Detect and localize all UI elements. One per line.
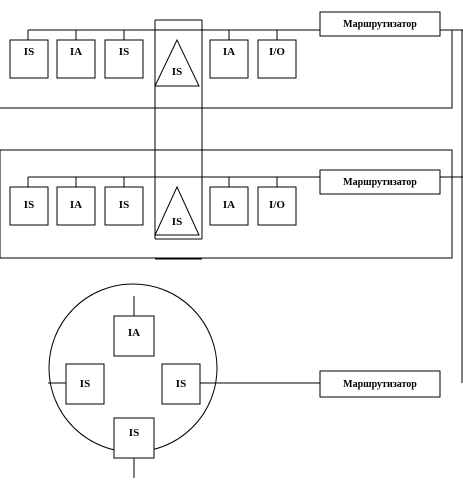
node-box: [104, 186, 144, 226]
bridge-triangle: [154, 38, 200, 87]
node-box: [56, 39, 96, 79]
router-box: [319, 169, 441, 195]
node-box: [113, 315, 155, 357]
router-box: [319, 370, 441, 398]
bridge-triangle: [154, 185, 200, 236]
node-label: IS: [176, 378, 186, 390]
node-box: [209, 186, 249, 226]
node-box: [65, 363, 105, 405]
node-box: [257, 186, 297, 226]
router-label: Маршрутизатор: [343, 379, 417, 390]
node-box: [257, 39, 297, 79]
node-box: [56, 186, 96, 226]
node-label: IS: [172, 66, 182, 78]
node-label: IA: [223, 199, 235, 211]
node-box: [209, 39, 249, 79]
node-label: IA: [70, 46, 82, 58]
router-label: Маршрутизатор: [343, 177, 417, 188]
bridge-column: [154, 19, 203, 260]
node-label: IS: [80, 378, 90, 390]
node-label: IA: [128, 327, 140, 339]
node-label: IS: [24, 199, 34, 211]
node-label: IA: [223, 46, 235, 58]
segment-top-frame: [0, 30, 453, 109]
node-box: [104, 39, 144, 79]
segment-top: IS IA IS IS IA I/O Маршрутизатор: [0, 11, 463, 109]
node-box: [9, 39, 49, 79]
node-label: IS: [172, 216, 182, 228]
node-label: IS: [24, 46, 34, 58]
segment-middle: IS IA IS IS IA I/O Маршрутизатор: [0, 149, 463, 259]
router-label: Маршрутизатор: [343, 19, 417, 30]
segment-ring: IA IS IS IS Маршрутизатор: [48, 283, 441, 478]
segment-middle-frame: [0, 149, 453, 259]
node-label: IA: [70, 199, 82, 211]
router-box: [319, 11, 441, 37]
node-label: I/O: [269, 46, 285, 58]
node-box: [113, 417, 155, 459]
node-box: [9, 186, 49, 226]
node-label: IS: [119, 199, 129, 211]
node-label: IS: [119, 46, 129, 58]
node-label: I/O: [269, 199, 285, 211]
node-label: IS: [129, 427, 139, 439]
node-box: [161, 363, 201, 405]
